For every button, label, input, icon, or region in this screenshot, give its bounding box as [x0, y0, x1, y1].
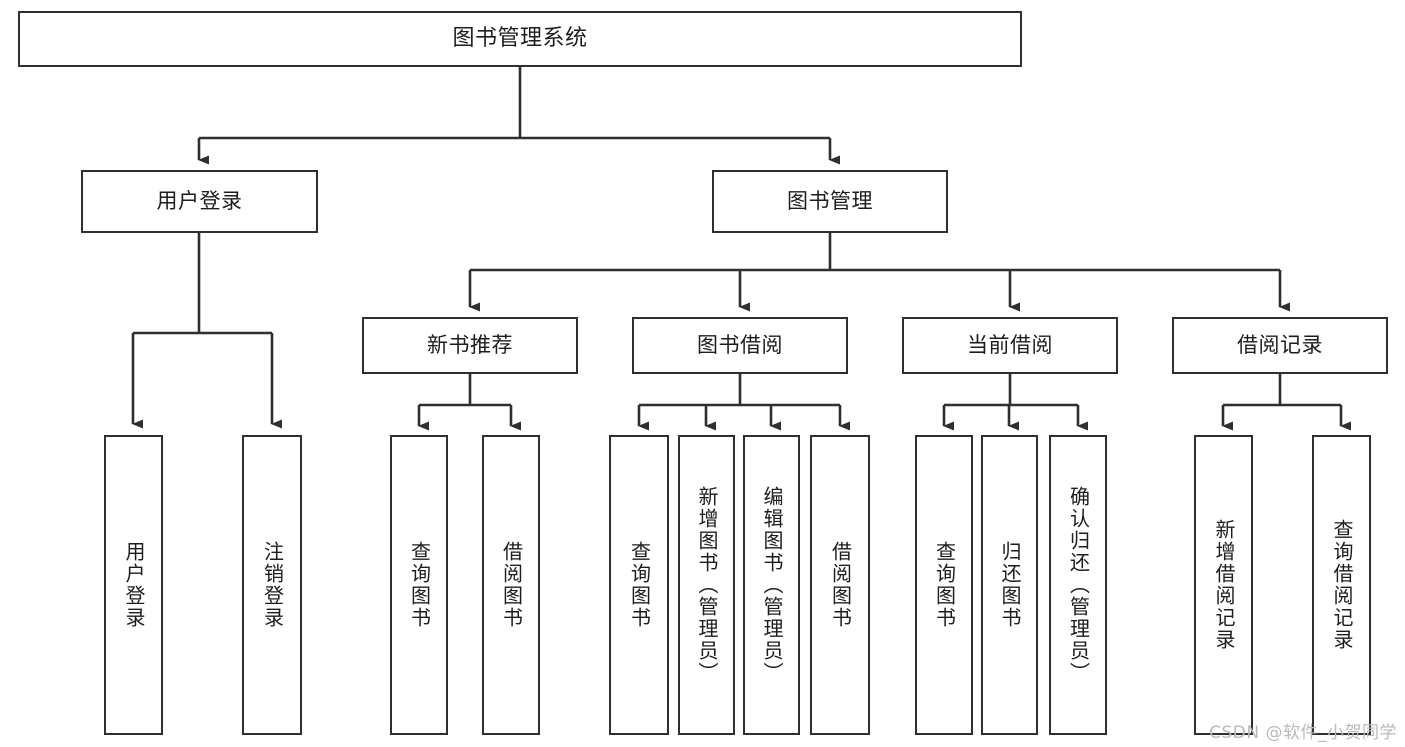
- node-leaf-add-borrow-record-label: 新增借阅记录: [1212, 519, 1236, 651]
- node-borrow-record-label: 借阅记录: [1237, 332, 1323, 357]
- node-root[interactable]: 图书管理系统: [18, 11, 1022, 67]
- node-leaf-query-borrow-record-label: 查询借阅记录: [1330, 519, 1354, 651]
- node-leaf-confirm-return-admin-label: 确认归还（管理员）: [1066, 486, 1091, 684]
- node-leaf-add-book-admin[interactable]: 新增图书（管理员）: [678, 435, 735, 735]
- node-leaf-query-book-3-label: 查询图书: [932, 541, 957, 629]
- node-leaf-query-book-1-label: 查询图书: [407, 541, 432, 629]
- node-borrow-record[interactable]: 借阅记录: [1172, 317, 1388, 374]
- node-leaf-borrow-book-2[interactable]: 借阅图书: [810, 435, 870, 735]
- node-book-manage[interactable]: 图书管理: [712, 170, 948, 233]
- node-leaf-confirm-return-admin[interactable]: 确认归还（管理员）: [1049, 435, 1107, 735]
- node-leaf-edit-book-admin-label: 编辑图书（管理员）: [760, 486, 784, 684]
- node-user-login-label: 用户登录: [156, 188, 243, 213]
- node-leaf-return-book[interactable]: 归还图书: [981, 435, 1038, 735]
- node-book-borrow[interactable]: 图书借阅: [632, 317, 848, 374]
- node-leaf-user-login-label: 用户登录: [122, 541, 146, 629]
- node-leaf-user-logout[interactable]: 注销登录: [242, 435, 302, 735]
- node-leaf-user-logout-label: 注销登录: [260, 541, 285, 629]
- node-new-book-recommend[interactable]: 新书推荐: [362, 317, 578, 374]
- node-leaf-borrow-book-1-label: 借阅图书: [499, 541, 524, 629]
- node-leaf-query-borrow-record[interactable]: 查询借阅记录: [1312, 435, 1371, 735]
- node-user-login[interactable]: 用户登录: [81, 170, 318, 233]
- node-leaf-borrow-book-1[interactable]: 借阅图书: [482, 435, 540, 735]
- node-leaf-query-book-1[interactable]: 查询图书: [390, 435, 448, 735]
- node-leaf-user-login[interactable]: 用户登录: [104, 435, 163, 735]
- node-new-book-recommend-label: 新书推荐: [427, 332, 513, 357]
- node-current-borrow[interactable]: 当前借阅: [902, 317, 1118, 374]
- node-root-label: 图书管理系统: [452, 25, 588, 51]
- node-current-borrow-label: 当前借阅: [967, 332, 1053, 357]
- node-leaf-query-book-2-label: 查询图书: [627, 541, 652, 629]
- node-leaf-add-book-admin-label: 新增图书（管理员）: [695, 486, 719, 684]
- node-leaf-query-book-3[interactable]: 查询图书: [915, 435, 973, 735]
- node-book-borrow-label: 图书借阅: [697, 332, 783, 357]
- node-leaf-return-book-label: 归还图书: [998, 541, 1022, 629]
- node-leaf-query-book-2[interactable]: 查询图书: [609, 435, 669, 735]
- watermark: CSDN @软件_小贺同学: [1209, 723, 1397, 743]
- node-leaf-add-borrow-record[interactable]: 新增借阅记录: [1194, 435, 1253, 735]
- node-book-manage-label: 图书管理: [787, 188, 873, 213]
- node-leaf-borrow-book-2-label: 借阅图书: [828, 541, 853, 629]
- node-leaf-edit-book-admin[interactable]: 编辑图书（管理员）: [743, 435, 800, 735]
